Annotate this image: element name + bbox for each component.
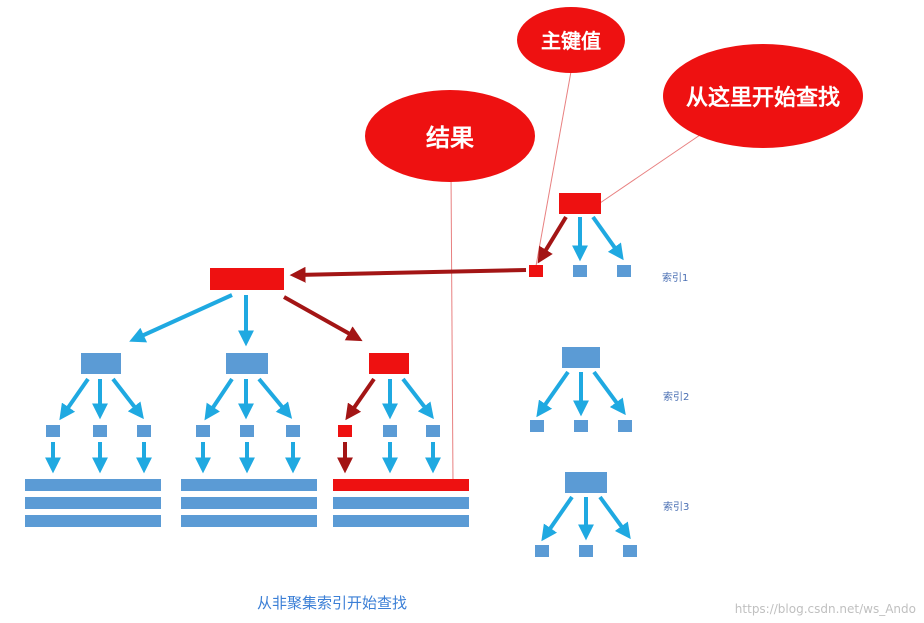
clustered-path-leaf xyxy=(338,425,352,437)
watermark: https://blog.csdn.net/ws_Ando xyxy=(735,602,916,616)
callout-start-here-label: 从这里开始查找 xyxy=(686,85,840,111)
index3-leaf xyxy=(579,545,593,557)
data-page-stack-result xyxy=(333,479,469,527)
index3-root-node xyxy=(565,472,607,493)
callout-lines xyxy=(450,65,701,485)
callout-result: 结果 xyxy=(365,90,535,182)
diagram-caption: 从非聚集索引开始查找 xyxy=(257,594,407,612)
clustered-root-node xyxy=(210,268,284,290)
callout-result-label: 结果 xyxy=(426,124,474,152)
clustered-leaf xyxy=(383,425,397,437)
index3-leaf xyxy=(623,545,637,557)
clustered-leaf xyxy=(240,425,254,437)
clustered-path-node xyxy=(369,353,409,374)
clustered-branch-node xyxy=(226,353,268,374)
callout-start-here: 从这里开始查找 xyxy=(663,44,863,148)
clustered-leaf xyxy=(286,425,300,437)
index2-leaf xyxy=(574,420,588,432)
index1-leaf xyxy=(617,265,631,277)
index1-root-node xyxy=(559,193,601,214)
index2-leaf xyxy=(530,420,544,432)
index3-tree xyxy=(535,472,637,557)
index2-root-node xyxy=(562,347,600,368)
lookup-arrow xyxy=(289,266,527,283)
index1-key-leaf xyxy=(529,265,543,277)
clustered-leaf xyxy=(46,425,60,437)
index1-leaf xyxy=(573,265,587,277)
clustered-index-tree xyxy=(25,268,469,527)
index2-tree xyxy=(530,347,632,432)
data-page-stack xyxy=(181,479,317,527)
clustered-leaf xyxy=(426,425,440,437)
index2-leaf xyxy=(618,420,632,432)
index1-label: 索引1 xyxy=(662,271,688,284)
data-page-stack xyxy=(25,479,161,527)
clustered-leaf xyxy=(93,425,107,437)
callout-primary-key: 主键值 xyxy=(517,7,625,73)
index3-leaf xyxy=(535,545,549,557)
index1-tree xyxy=(529,193,631,277)
callout-primary-key-label: 主键值 xyxy=(541,29,601,53)
clustered-leaf xyxy=(196,425,210,437)
result-row xyxy=(333,479,469,491)
clustered-branch-node xyxy=(81,353,121,374)
index2-label: 索引2 xyxy=(663,390,689,403)
index3-label: 索引3 xyxy=(663,500,689,513)
clustered-leaf xyxy=(137,425,151,437)
